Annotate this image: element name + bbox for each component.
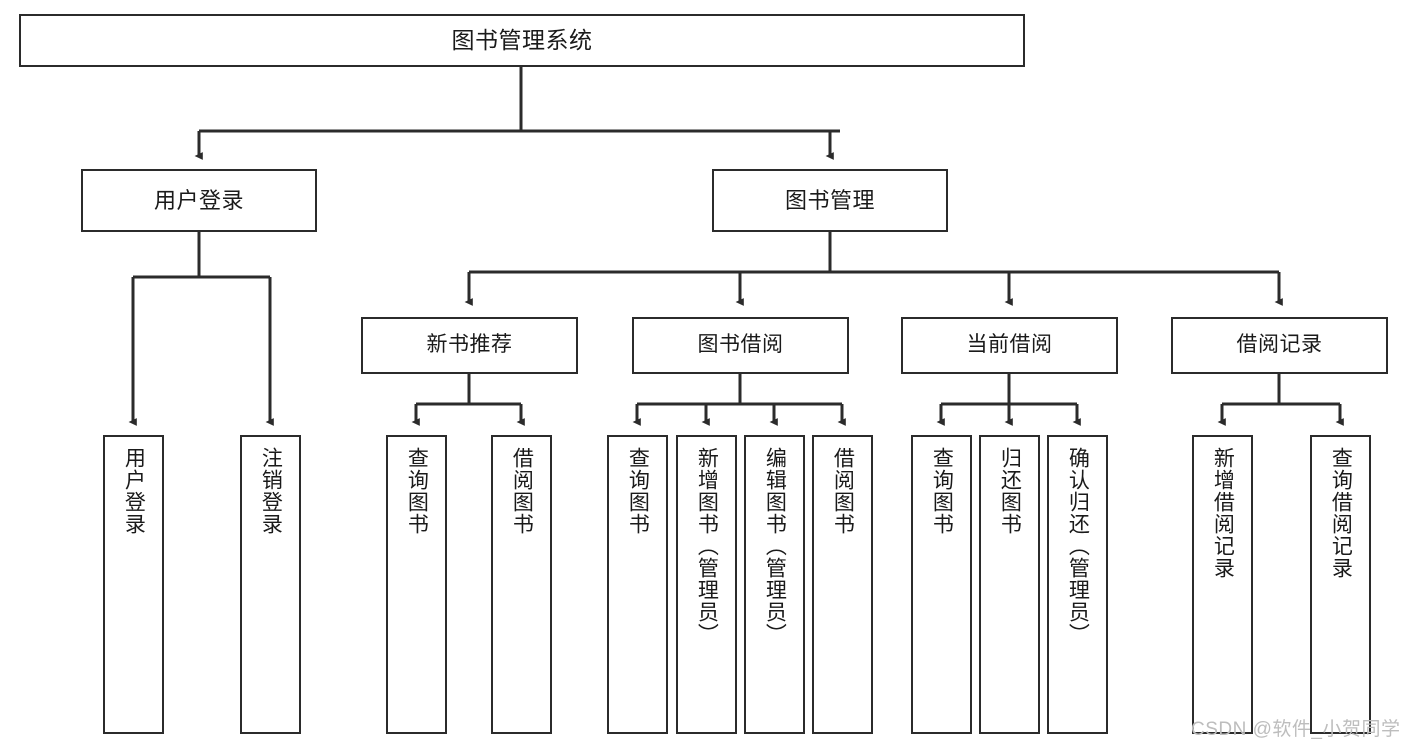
node-leaf-current-confirm-return[interactable]: 确认归还（管理员） <box>1047 435 1108 734</box>
node-leaf-new-book-query[interactable]: 查询图书 <box>386 435 447 734</box>
node-leaf-current-query-label: 查询图书 <box>930 447 954 535</box>
node-leaf-new-book-query-label: 查询图书 <box>405 447 429 535</box>
node-leaf-current-confirm-return-label: 确认归还（管理员） <box>1066 447 1090 645</box>
node-root-system[interactable]: 图书管理系统 <box>19 14 1025 67</box>
node-leaf-new-book-borrow-label: 借阅图书 <box>510 447 534 535</box>
node-leaf-current-query[interactable]: 查询图书 <box>911 435 972 734</box>
node-leaf-borrow-add-book[interactable]: 新增图书（管理员） <box>676 435 737 734</box>
node-user-login-label: 用户登录 <box>153 187 244 213</box>
node-leaf-record-add-label: 新增借阅记录 <box>1211 447 1235 579</box>
node-new-book-recommend-label: 新书推荐 <box>426 333 513 357</box>
node-book-borrow-label: 图书借阅 <box>697 333 784 357</box>
node-leaf-borrow-edit-book-label: 编辑图书（管理员） <box>763 447 787 645</box>
node-user-login[interactable]: 用户登录 <box>81 169 317 232</box>
node-leaf-user-logout-label: 注销登录 <box>259 447 283 535</box>
node-leaf-current-return-label: 归还图书 <box>998 447 1022 535</box>
node-current-borrow[interactable]: 当前借阅 <box>901 317 1118 374</box>
watermark-text: CSDN @软件_小贺同学 <box>1191 719 1401 740</box>
node-leaf-current-return[interactable]: 归还图书 <box>979 435 1040 734</box>
node-leaf-record-add[interactable]: 新增借阅记录 <box>1192 435 1253 734</box>
node-borrow-record-label: 借阅记录 <box>1236 333 1323 357</box>
node-book-borrow[interactable]: 图书借阅 <box>632 317 849 374</box>
node-leaf-borrow-query-label: 查询图书 <box>626 447 650 535</box>
node-leaf-new-book-borrow[interactable]: 借阅图书 <box>491 435 552 734</box>
node-leaf-user-login-1[interactable]: 用户登录 <box>103 435 164 734</box>
node-leaf-borrow-book-label: 借阅图书 <box>831 447 855 535</box>
node-leaf-borrow-edit-book[interactable]: 编辑图书（管理员） <box>744 435 805 734</box>
node-leaf-borrow-query[interactable]: 查询图书 <box>607 435 668 734</box>
node-leaf-record-query[interactable]: 查询借阅记录 <box>1310 435 1371 734</box>
node-new-book-recommend[interactable]: 新书推荐 <box>361 317 578 374</box>
node-leaf-borrow-add-book-label: 新增图书（管理员） <box>695 447 719 645</box>
node-book-manage[interactable]: 图书管理 <box>712 169 948 232</box>
node-root-label: 图书管理系统 <box>451 26 593 53</box>
node-borrow-record[interactable]: 借阅记录 <box>1171 317 1388 374</box>
node-leaf-user-logout[interactable]: 注销登录 <box>240 435 301 734</box>
node-leaf-record-query-label: 查询借阅记录 <box>1329 447 1353 579</box>
node-leaf-user-login-1-label: 用户登录 <box>122 447 146 535</box>
node-book-manage-label: 图书管理 <box>784 187 875 213</box>
node-current-borrow-label: 当前借阅 <box>966 333 1053 357</box>
node-leaf-borrow-book[interactable]: 借阅图书 <box>812 435 873 734</box>
